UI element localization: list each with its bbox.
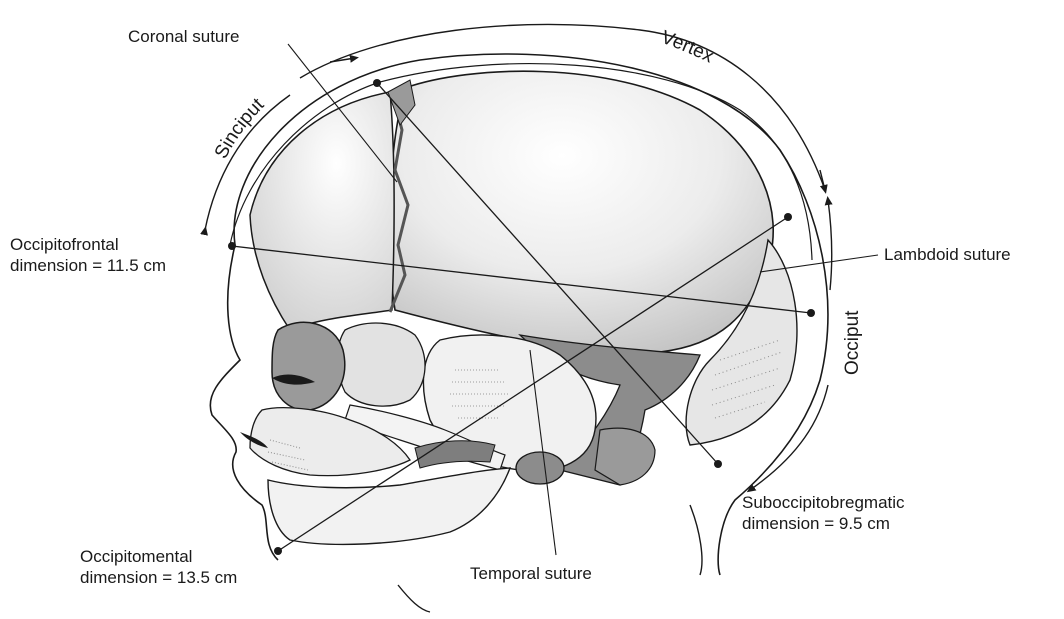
occipitomental-name: Occipitomental (80, 546, 237, 567)
sphenoid-bone (338, 323, 426, 406)
ear-canal (516, 452, 564, 484)
point-posterior-vertex (784, 213, 792, 221)
occipitofrontal-label: Occipitofrontal dimension = 11.5 cm (10, 234, 166, 276)
frontal-bone (250, 92, 394, 330)
point-suboccipital (714, 460, 722, 468)
occipitomental-label: Occipitomental dimension = 13.5 cm (80, 546, 237, 588)
suboccipitobregmatic-dimension: dimension = 9.5 cm (742, 513, 905, 534)
point-bregma (373, 79, 381, 87)
occipitomental-dimension: dimension = 13.5 cm (80, 567, 237, 588)
orbit (272, 322, 345, 410)
point-chin (274, 547, 282, 555)
vertex-arc-arrow-left (330, 58, 355, 62)
temporal-suture-label: Temporal suture (470, 563, 592, 584)
occiput-arc-upper (828, 200, 832, 290)
point-frontal (228, 242, 236, 250)
sinciput-label: Sinciput (211, 94, 269, 162)
vertex-label: Vertex (658, 27, 717, 68)
occipitofrontal-dimension: dimension = 11.5 cm (10, 255, 166, 276)
suboccipitobregmatic-label: Suboccipitobregmatic dimension = 9.5 cm (742, 492, 905, 534)
occiput-label: Occiput (842, 310, 863, 375)
lambdoid-suture-label: Lambdoid suture (884, 244, 1011, 265)
occipitofrontal-name: Occipitofrontal (10, 234, 166, 255)
point-occiput (807, 309, 815, 317)
coronal-suture-label: Coronal suture (128, 26, 240, 47)
mandible (268, 468, 510, 544)
suboccipitobregmatic-name: Suboccipitobregmatic (742, 492, 905, 513)
